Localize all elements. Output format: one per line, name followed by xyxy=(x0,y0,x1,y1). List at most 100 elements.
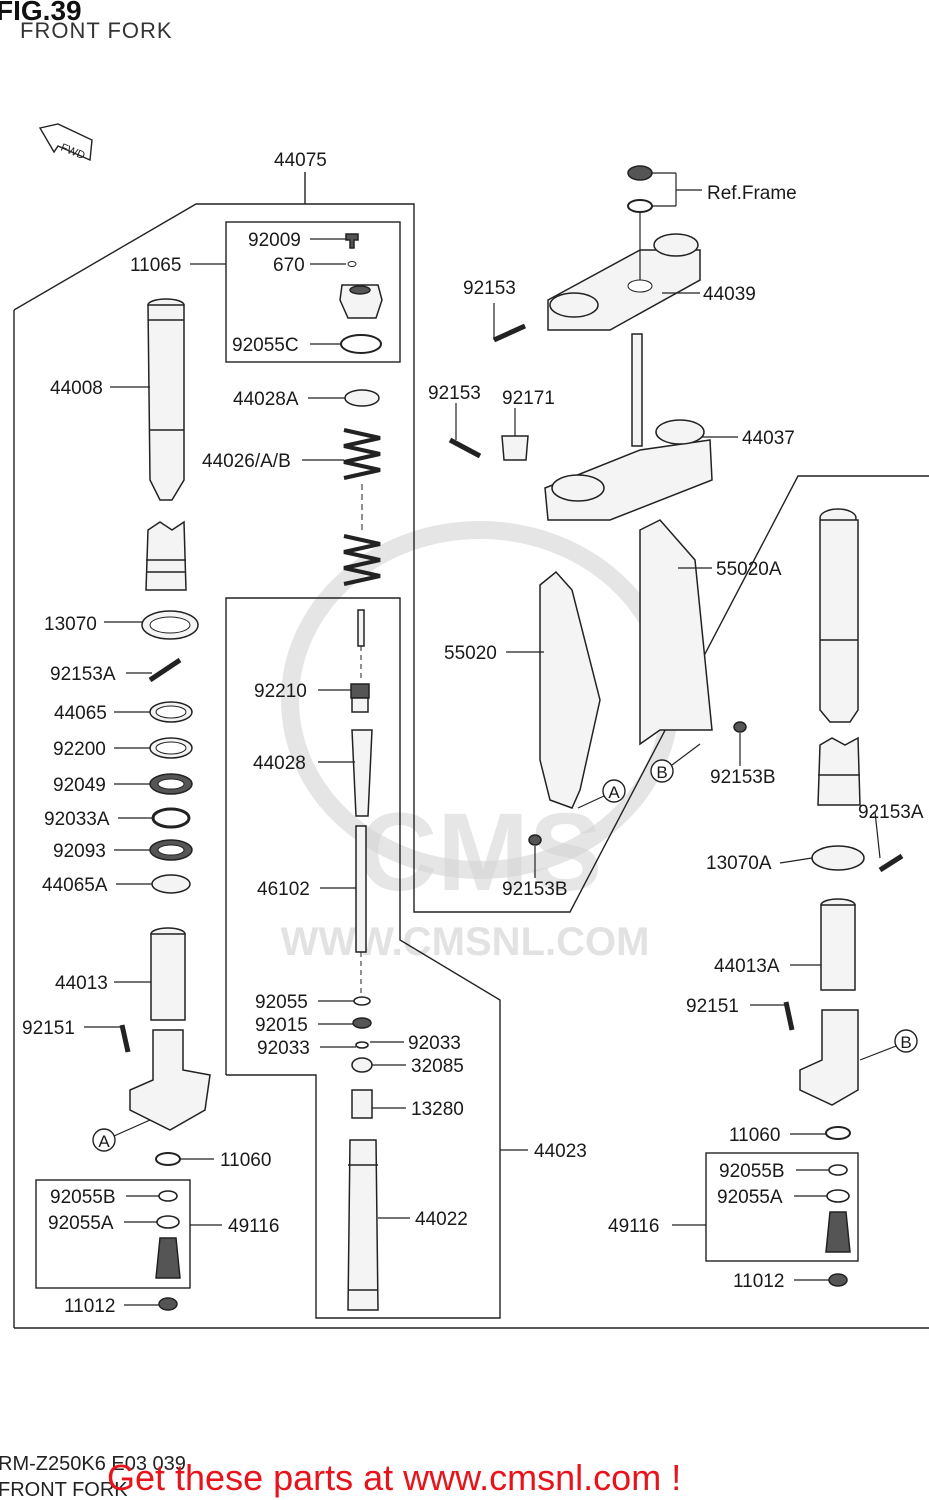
clamp-13070A xyxy=(811,845,865,871)
part-92033A: 92033A xyxy=(44,809,110,830)
fork-inner-tube-44013 xyxy=(129,927,211,1131)
cta-link[interactable]: Get these parts at www.cmsnl.com ! xyxy=(107,1457,681,1498)
bolt-92151-right xyxy=(783,1001,795,1031)
lower-clamp-44037 xyxy=(544,333,713,521)
part-92151-left: 92151 xyxy=(22,1018,75,1039)
spring-44026 xyxy=(343,428,381,586)
part-44037: 44037 xyxy=(742,428,795,449)
callout-B-right: B xyxy=(859,1029,918,1061)
part-32085: 32085 xyxy=(411,1056,464,1077)
bushing-44065A xyxy=(151,874,191,894)
part-92009: 92009 xyxy=(248,230,301,251)
part-13070A: 13070A xyxy=(706,853,772,874)
part-44039: 44039 xyxy=(703,284,756,305)
part-92049: 92049 xyxy=(53,775,106,796)
part-92055A-right: 92055A xyxy=(717,1187,783,1208)
bolt-92153-lower xyxy=(448,437,482,459)
part-11060-left: 11060 xyxy=(220,1150,271,1171)
part-ref-frame: Ref.Frame xyxy=(707,183,797,204)
base-13280 xyxy=(351,1089,373,1119)
part-92055B-right: 92055B xyxy=(719,1161,785,1182)
part-44013A: 44013A xyxy=(714,956,780,977)
o-ring-11060-right xyxy=(825,1126,851,1140)
part-92153A: 92153A xyxy=(50,664,116,685)
callout-A-left-label: A xyxy=(98,1132,110,1151)
part-55020A: 55020A xyxy=(716,559,782,580)
part-92033-right: 92033 xyxy=(408,1033,461,1054)
valve-49116-right xyxy=(825,1211,851,1253)
seat-44028A xyxy=(344,389,380,407)
nut-11012-right xyxy=(828,1273,848,1287)
o-ring-92055 xyxy=(353,996,371,1006)
cylinder-44022 xyxy=(347,1139,379,1311)
part-92093: 92093 xyxy=(53,841,106,862)
part-92153B-center: 92153B xyxy=(502,879,568,900)
part-92153A-right: 92153A xyxy=(858,802,924,823)
part-44013: 44013 xyxy=(55,973,108,994)
dust-seal-boot xyxy=(145,520,187,591)
o-ring-92055A-right xyxy=(826,1189,850,1203)
bolt-92153A-right xyxy=(878,853,904,873)
diagram-code: RM-Z250K6 E03 039 xyxy=(0,1453,186,1475)
part-92055A-left: 92055A xyxy=(48,1213,114,1234)
stop-ring-92033A xyxy=(151,807,191,829)
o-ring-11060-left xyxy=(155,1152,181,1166)
part-670: 670 xyxy=(273,255,305,276)
part-11065: 11065 xyxy=(130,255,181,276)
kit-box-11065 xyxy=(225,221,401,363)
part-44065A: 44065A xyxy=(42,875,108,896)
part-55020: 55020 xyxy=(444,643,497,664)
rod-top xyxy=(357,609,365,680)
inner-tube-44013A xyxy=(799,898,859,1106)
callout-B-center: B xyxy=(650,743,701,783)
watermark: CMS WWW.CMSNL.COM xyxy=(281,521,679,964)
o-ring-92055C xyxy=(340,334,382,354)
upper-clamp-44039 xyxy=(547,233,701,331)
part-44065: 44065 xyxy=(54,703,107,724)
part-44075: 44075 xyxy=(274,150,327,171)
valve-32085 xyxy=(351,1057,373,1073)
kit-box-49116-left xyxy=(35,1179,191,1289)
part-92171: 92171 xyxy=(502,388,555,409)
fork-outer-tube-right xyxy=(817,508,861,806)
fwd-arrow-icon: FWD xyxy=(38,123,93,162)
part-44008: 44008 xyxy=(50,378,103,399)
fork-guard-55020 xyxy=(539,570,601,809)
part-92153-mid: 92153 xyxy=(428,383,481,404)
footer-subtitle: FRONT FORK xyxy=(0,1479,128,1500)
bolt-92153B-right xyxy=(733,721,747,733)
part-13070: 13070 xyxy=(44,614,97,635)
part-92055C: 92055C xyxy=(232,335,299,356)
part-11012-right: 11012 xyxy=(733,1271,784,1292)
bolt-92151-left xyxy=(119,1024,131,1053)
bolt-92153-upper xyxy=(492,323,527,343)
assembly-outline-44075 xyxy=(13,203,929,913)
washer-92015 xyxy=(352,1017,372,1029)
nut-11012-left xyxy=(158,1297,178,1311)
callout-A-center-label: A xyxy=(608,783,620,802)
part-49116-left: 49116 xyxy=(228,1216,279,1237)
o-ring-92055B-left xyxy=(158,1190,178,1202)
callout-A-left: A xyxy=(92,1119,151,1152)
part-92151-right: 92151 xyxy=(686,996,739,1017)
kit-box-49116-right xyxy=(705,1152,859,1262)
part-49116-right: 49116 xyxy=(608,1216,659,1237)
leader-lines xyxy=(84,172,881,1306)
callout-B-center-label: B xyxy=(656,763,667,782)
part-46102: 46102 xyxy=(257,879,310,900)
part-92153-top: 92153 xyxy=(463,278,516,299)
part-92033-left: 92033 xyxy=(257,1038,310,1059)
part-labels: 44075 92009 670 11065 92055C 44008 44028… xyxy=(22,150,924,1317)
part-11012-left: 11012 xyxy=(64,1296,115,1317)
part-92055: 92055 xyxy=(255,992,308,1013)
part-44023: 44023 xyxy=(534,1141,587,1162)
part-92200: 92200 xyxy=(53,739,106,760)
adjuster-44028 xyxy=(351,729,373,817)
part-13280: 13280 xyxy=(411,1099,464,1120)
watermark-url: WWW.CMSNL.COM xyxy=(281,920,650,964)
callout-B-right-label: B xyxy=(900,1033,911,1052)
ring-92033 xyxy=(355,1041,369,1049)
bushing-44065 xyxy=(149,701,193,723)
callout-A-center: A xyxy=(577,779,626,809)
